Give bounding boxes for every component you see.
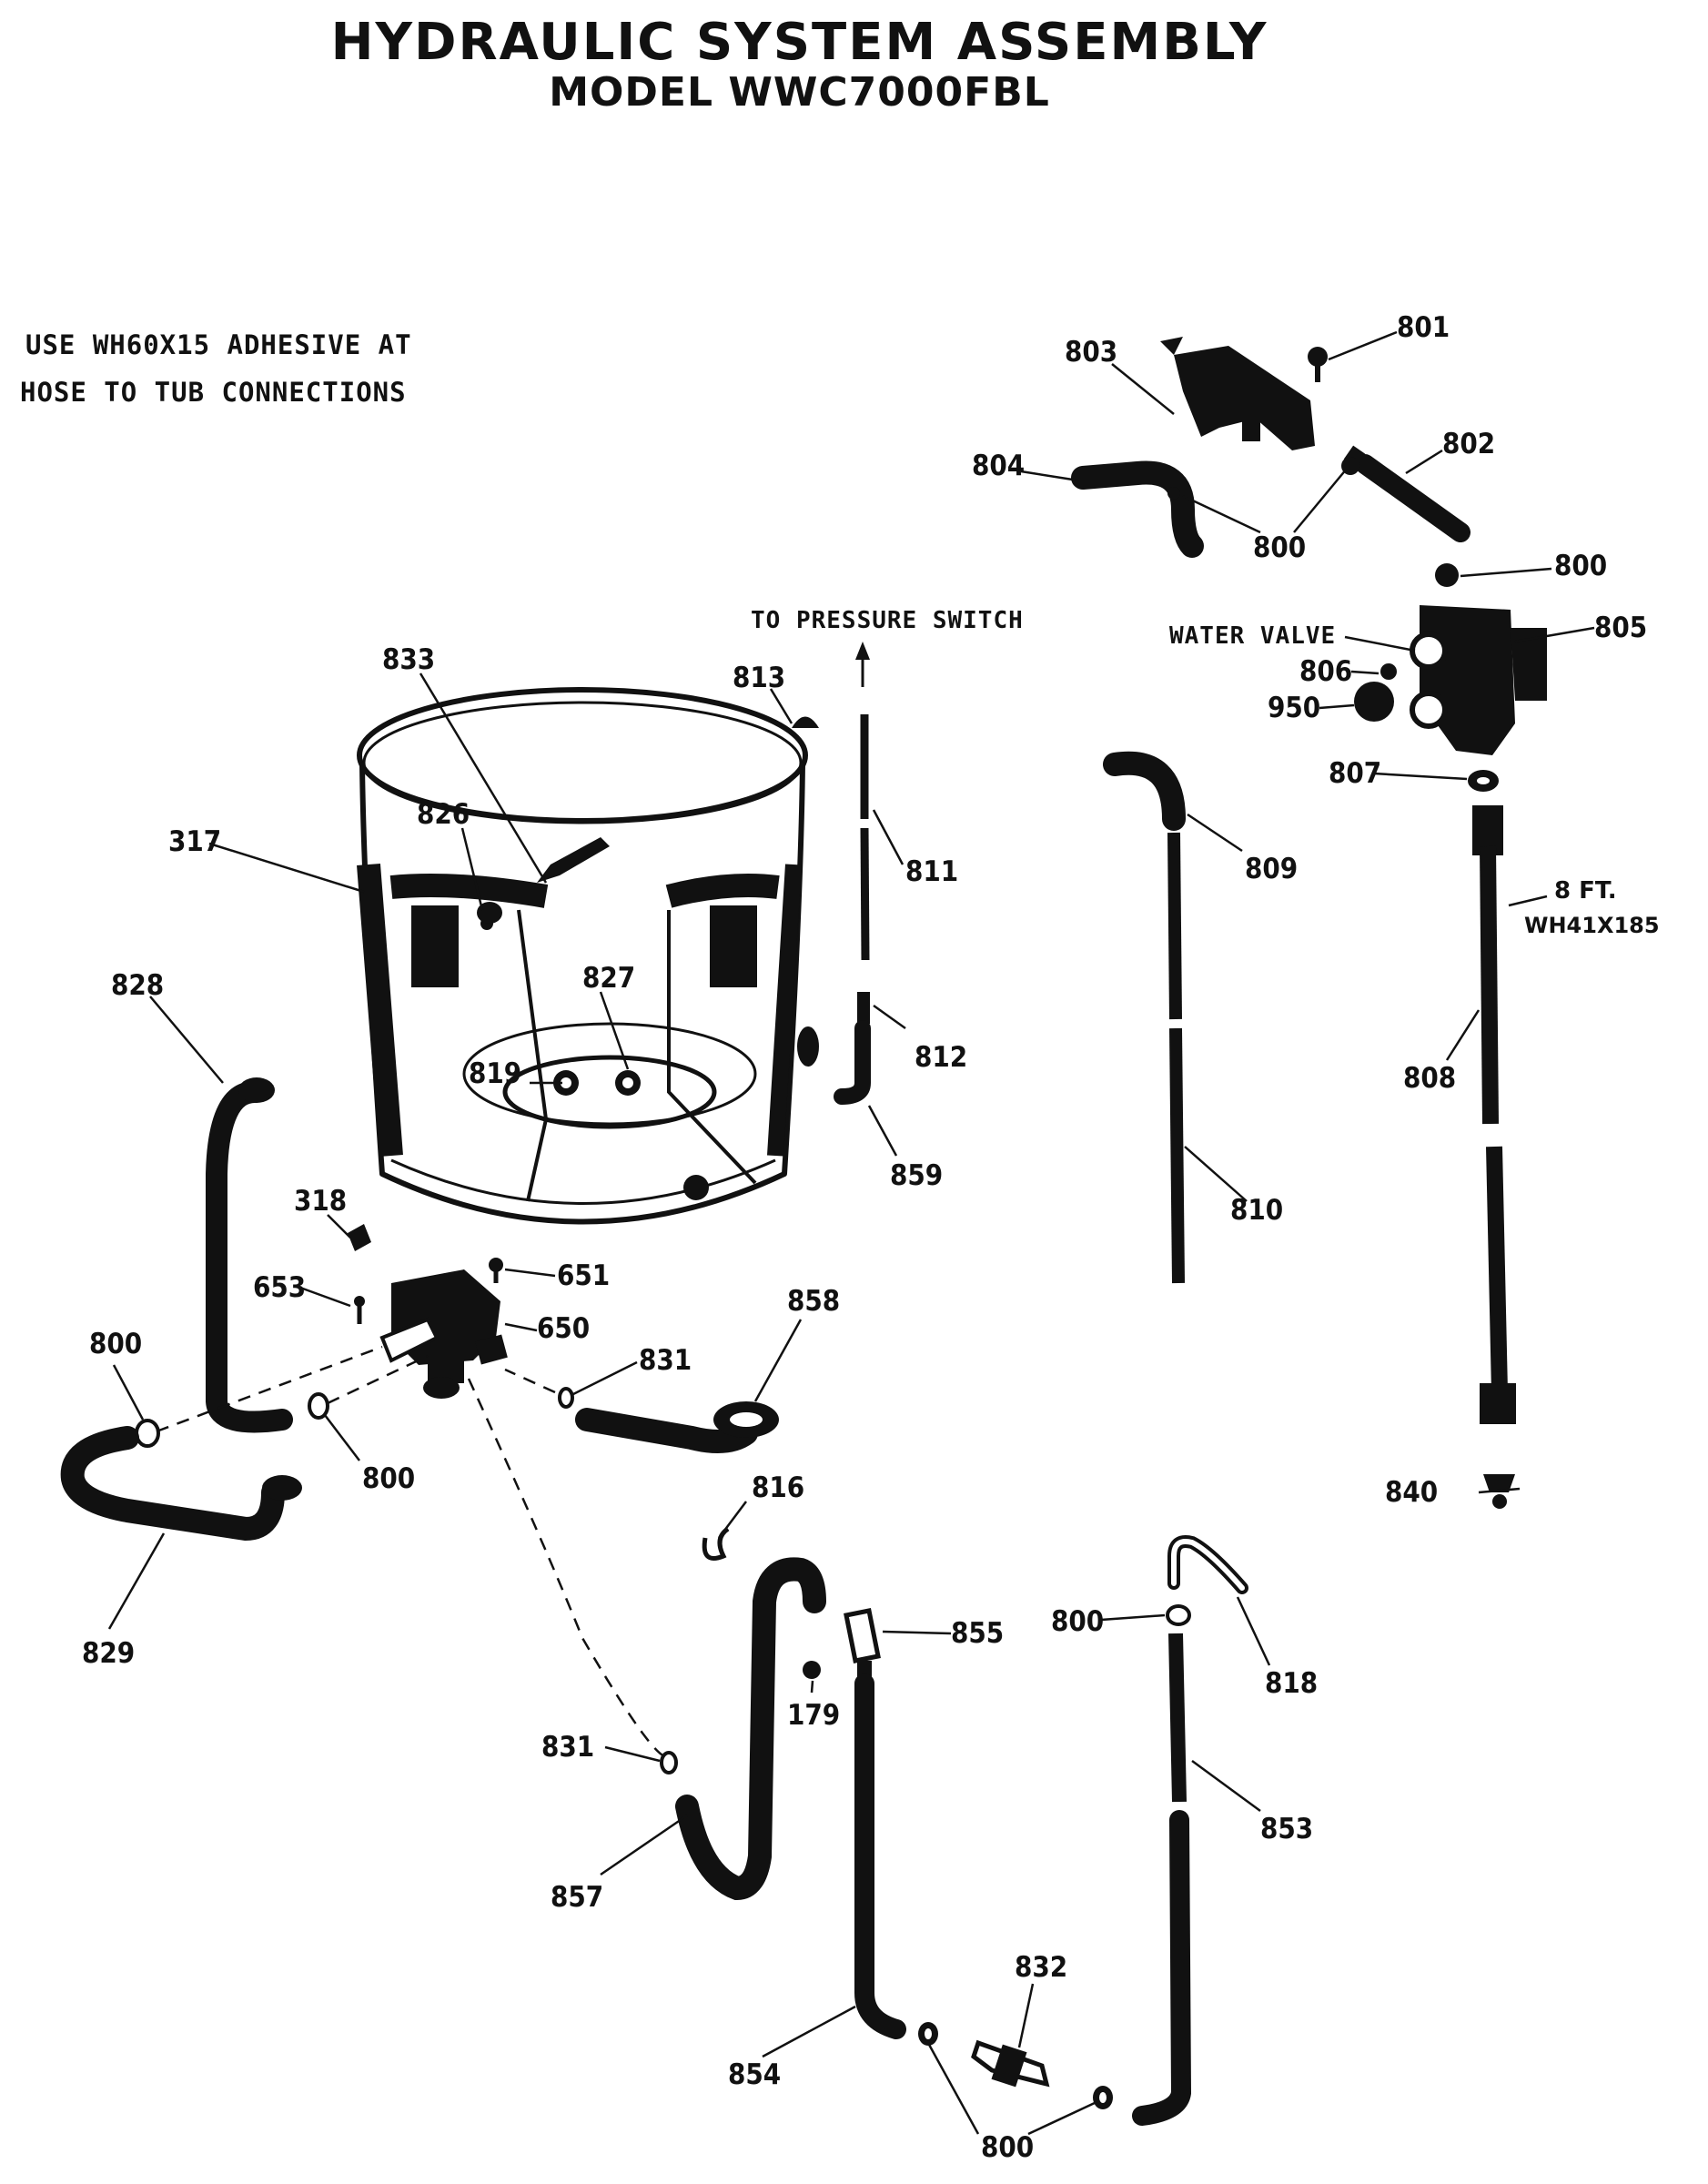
adhesive-note-line1: USE WH60X15 ADHESIVE AT [25,329,412,360]
label-800-valve: 800 [1554,550,1607,582]
label-805: 805 [1594,612,1647,644]
hose-809 [1103,751,1186,831]
label-859: 859 [890,1159,943,1192]
drain-valve-832 [971,2039,1050,2088]
label-800-left: 800 [89,1328,142,1360]
screws-651-653 [354,1258,503,1324]
hose-853 [1132,1633,1192,2126]
label-832: 832 [1015,1951,1067,1984]
water-valve-805 [1410,605,1547,755]
label-802: 802 [1442,428,1495,460]
label-828: 828 [111,969,164,1002]
clamp-831-lower [660,1751,678,1774]
label-816: 816 [752,1471,804,1504]
label-855: 855 [951,1617,1004,1650]
tube-802 [1343,445,1470,542]
screw-801 [1308,347,1328,382]
clip-318 [348,1224,371,1251]
washer-807 [1468,770,1499,792]
hose-854 [854,1673,906,2039]
label-801: 801 [1397,311,1450,344]
inlet-hose-808 [1472,805,1516,1424]
label-853: 853 [1260,1813,1313,1845]
clamps-800-top [1167,457,1459,587]
hose-810 [1167,832,1185,1284]
cap-813 [792,716,819,728]
label-800-bottom: 800 [981,2131,1034,2164]
hose-804 [1071,460,1204,558]
label-831-lower: 831 [541,1731,594,1764]
label-651: 651 [557,1259,610,1292]
filter-screen-950 [1354,663,1397,722]
label-812: 812 [915,1041,967,1074]
diagram-notes: TO PRESSURE SWITCH WATER VALVE 8 FT. WH4… [751,607,1660,938]
model-subtitle: MODEL WWC7000FBL [549,69,1050,116]
label-819: 819 [469,1057,521,1090]
label-800-mid: 800 [362,1462,415,1495]
hose-828 [206,1077,293,1433]
label-810: 810 [1230,1194,1283,1227]
label-811: 811 [905,855,958,888]
fitting-855 [844,1608,881,1679]
adhesive-note-line2: HOSE TO TUB CONNECTIONS [20,377,407,408]
label-818: 818 [1265,1667,1318,1700]
fitting-812-859 [834,992,871,1105]
label-650: 650 [537,1312,590,1345]
label-858: 858 [787,1285,840,1318]
page-title: HYDRAULIC SYSTEM ASSEMBLY [330,13,1268,72]
note-water-valve: WATER VALVE [1169,622,1336,650]
clamps-800-lower [918,1604,1191,2109]
dashed-connection-lines [156,1345,665,1758]
label-179: 179 [787,1699,840,1732]
fill-funnel-803 [1160,337,1315,450]
label-318: 318 [294,1185,347,1218]
tub-assembly [357,687,819,1225]
note-hose-length: 8 FT. [1554,877,1617,905]
hose-858 [575,1401,779,1453]
tube-811 [855,642,870,961]
label-826: 826 [417,798,470,831]
label-950: 950 [1268,692,1320,724]
label-800-top: 800 [1253,531,1306,564]
hose-829 [60,1426,302,1542]
label-808: 808 [1403,1062,1456,1095]
label-831-upper: 831 [639,1344,692,1377]
note-hose-part: WH41X185 [1524,913,1660,938]
pump-650 [379,1269,508,1399]
label-800-818: 800 [1051,1605,1104,1638]
label-833: 833 [382,643,435,676]
clip-816 [702,1526,730,1561]
leader-lines [107,330,1595,2136]
check-valve-840 [1483,1474,1515,1509]
label-813: 813 [733,662,785,694]
label-653: 653 [253,1271,306,1304]
label-827: 827 [582,962,635,995]
tube-818 [1167,1535,1248,1594]
label-857: 857 [551,1881,603,1914]
screw-179 [803,1661,821,1679]
label-840: 840 [1385,1476,1438,1509]
clamps-800-831-mid [135,1387,574,1448]
label-803: 803 [1065,336,1117,369]
label-806: 806 [1299,655,1352,688]
label-854: 854 [728,2058,781,2091]
label-809: 809 [1245,853,1298,885]
label-317: 317 [168,825,221,858]
note-pressure-switch: TO PRESSURE SWITCH [751,607,1024,634]
part-labels: 803 801 802 804 800 800 805 806 950 807 … [82,311,1647,2164]
label-829: 829 [82,1637,135,1670]
label-804: 804 [972,450,1025,482]
hose-857 [675,1557,826,1901]
label-807: 807 [1329,757,1381,790]
